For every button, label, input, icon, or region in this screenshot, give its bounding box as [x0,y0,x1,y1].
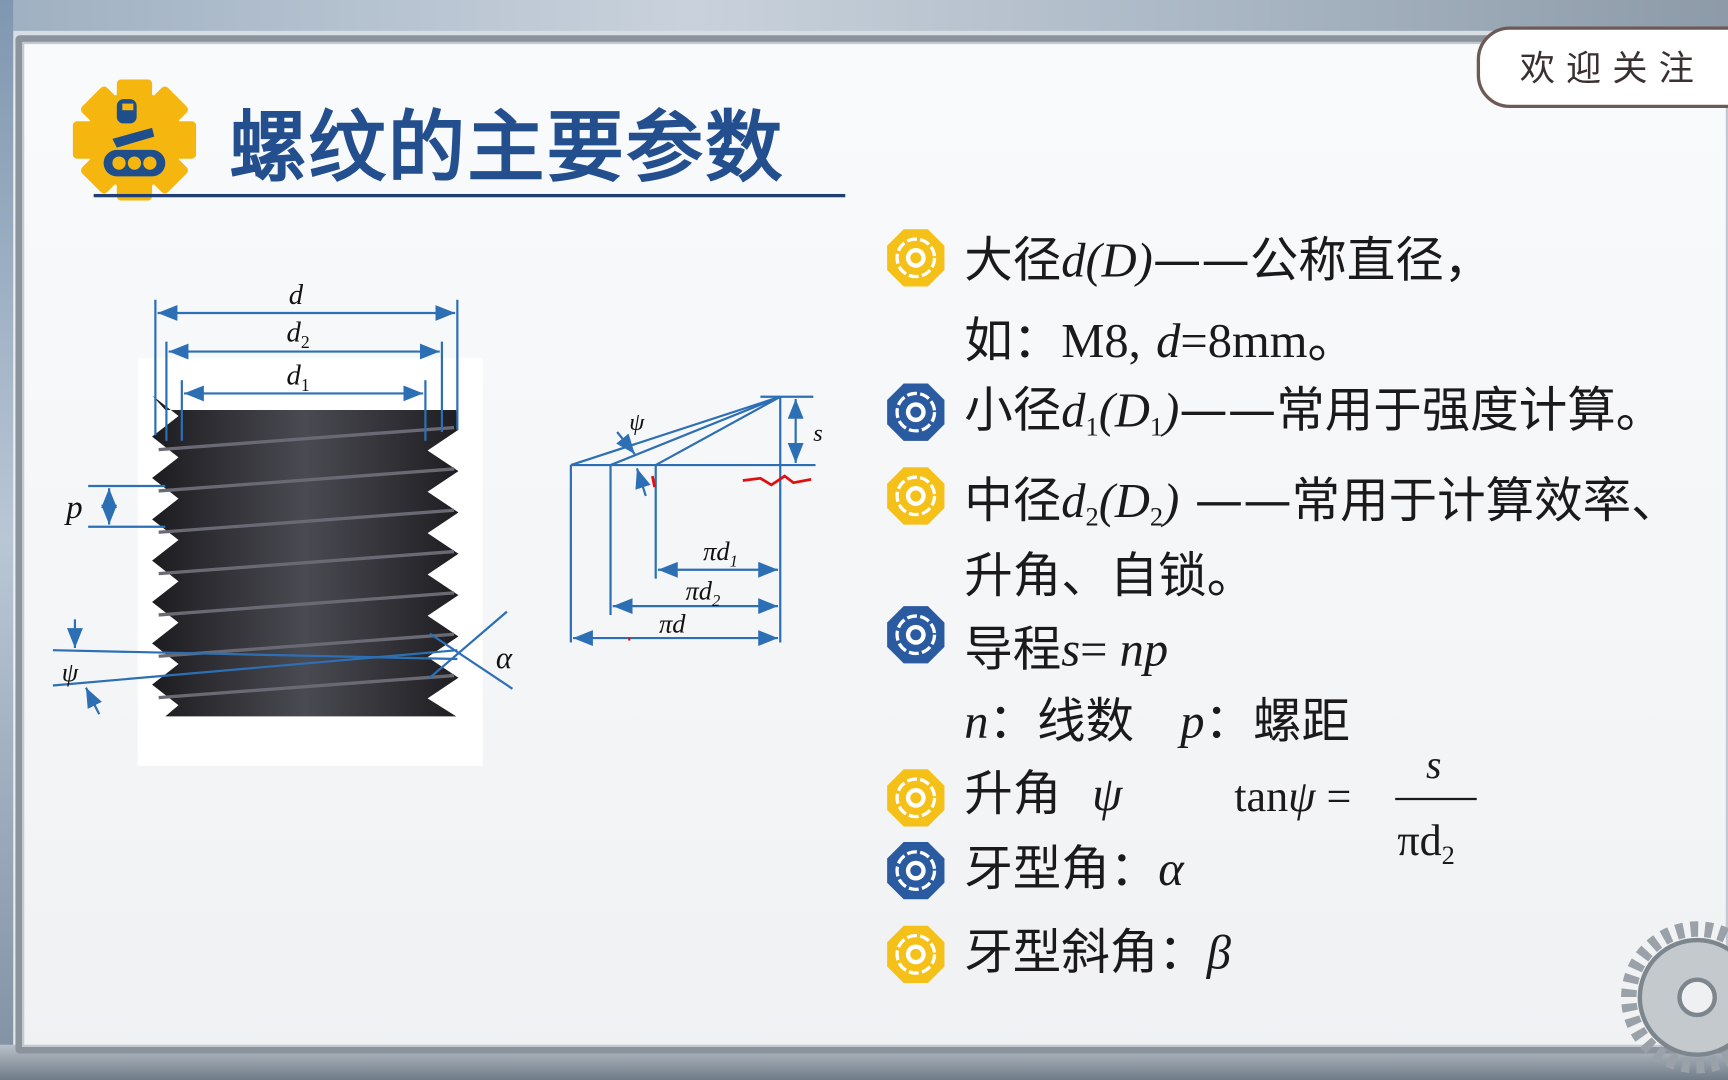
label-d: d [289,279,304,311]
label-p: p [64,490,83,526]
yellow-octagon-icon [885,227,947,289]
label-pi-d: πd [659,609,686,639]
thread-crest [158,425,455,452]
lead-angle-formula: tanψ= s πd2 [1234,749,1477,870]
bullet-pitch-diameter-cont: 升角、自锁。 [964,547,1256,604]
thread-crest [158,508,455,534]
svg-text:tanψ=: tanψ= [1234,772,1351,821]
page-title: 螺纹的主要参数 [229,102,785,193]
bullet-major-diameter-example: 如：M8, d=8mm。 [964,312,1356,370]
label-s: s [813,420,822,447]
thread-crest [158,673,455,700]
label-d2: d2 [287,317,310,353]
bullet-major-diameter: 大径d(D)——公称直径， [964,232,1493,289]
threaded-rod-image [152,395,459,717]
red-annotation-marks [628,474,812,641]
thread-crest [158,591,455,617]
left-banner [0,0,14,1080]
blue-octagon-icon [885,381,947,443]
label-d1: d1 [287,360,310,396]
bullet-thread-angle: 牙型角：α [964,840,1184,898]
yellow-octagon-icon [885,465,947,527]
blue-octagon-icon [885,604,947,666]
bullet-minor-diameter: 小径d1(D1)——常用于强度计算。 [964,382,1665,442]
bullet-lead-definitions: n：线数 p：螺距 [964,693,1350,750]
bullet-pitch-diameter: 中径d2(D2) ——常用于计算效率、 [964,472,1680,533]
bullet-lead-angle: 升角 ψ [964,765,1123,823]
label-alpha: α [496,641,513,675]
bullet-flank-angle: 牙型斜角：β [964,924,1231,981]
svg-text:πd2: πd2 [1397,816,1455,870]
thread-crest [158,549,455,576]
blue-octagon-icon [885,840,947,901]
welcome-badge: 欢迎关注 [1476,26,1728,108]
thread-crest [158,467,455,493]
label-psi: ψ [62,657,79,687]
yellow-octagon-icon [885,924,947,985]
robot-gear-logo-icon [72,79,197,201]
label-psi-development: ψ [629,409,645,436]
slide-frame [15,35,1728,1054]
top-banner [0,0,1728,31]
gear-decoration-icon [1621,921,1728,1074]
yellow-octagon-icon [885,767,947,829]
label-pi-d1: πd1 [703,536,738,571]
bullet-lead: 导程s= np [964,621,1169,678]
svg-text:s: s [1426,749,1441,787]
title-underline [93,193,846,198]
label-pi-d2: πd2 [685,576,720,611]
